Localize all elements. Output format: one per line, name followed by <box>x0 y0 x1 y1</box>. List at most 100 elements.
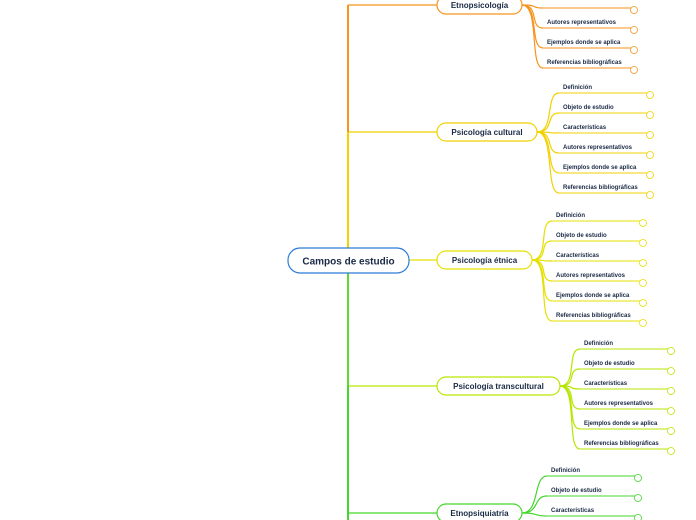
leaf-node[interactable]: Referencias bibliográficas <box>584 441 675 455</box>
leaf-label: Definición <box>563 85 592 91</box>
leaf-label: Autores representativos <box>556 273 626 279</box>
expand-toggle-icon[interactable] <box>646 151 654 159</box>
expand-toggle-icon[interactable] <box>634 474 642 482</box>
leaf-node[interactable]: Objeto de estudio <box>556 233 647 247</box>
leaf-node[interactable]: Características <box>556 253 647 267</box>
leaf-label: Características <box>556 253 600 259</box>
branch-node-box <box>436 0 523 15</box>
expand-toggle-icon[interactable] <box>667 407 675 415</box>
leaf-connector <box>536 92 560 133</box>
leaf-node[interactable]: Autores representativos <box>556 273 647 287</box>
leaf-node[interactable]: Definición <box>551 468 642 482</box>
expand-toggle-icon[interactable] <box>630 26 638 34</box>
leaf-node[interactable] <box>630 6 638 14</box>
leaf-node[interactable]: Objeto de estudio <box>584 361 675 375</box>
leaf-node[interactable]: Características <box>584 381 675 395</box>
leaf-node[interactable]: Objeto de estudio <box>563 105 654 119</box>
leaf-node[interactable]: Ejemplos donde se aplica <box>584 421 675 435</box>
leaf-connector <box>559 348 581 387</box>
leaf-label: Autores representativos <box>547 20 617 26</box>
branch-node[interactable]: Etnopsicología <box>436 0 523 15</box>
root-node[interactable]: Campos de estudio <box>287 247 410 274</box>
leaf-node[interactable]: Referencias bibliográficas <box>563 185 654 199</box>
leaf-label: Ejemplos donde se aplica <box>563 165 637 171</box>
expand-toggle-icon[interactable] <box>634 514 642 520</box>
leaf-node[interactable]: Definición <box>563 85 654 99</box>
leaf-connector <box>559 385 581 450</box>
leaf-node[interactable]: Ejemplos donde se aplica <box>547 40 638 54</box>
branch-node[interactable]: Etnopsiquiatría <box>436 503 523 520</box>
expand-toggle-icon[interactable] <box>639 299 647 307</box>
expand-toggle-icon[interactable] <box>667 387 675 395</box>
expand-toggle-icon[interactable] <box>667 367 675 375</box>
branch-node-box <box>436 503 523 520</box>
leaf-label: Objeto de estudio <box>551 488 602 494</box>
leaf-label: Objeto de estudio <box>556 233 607 239</box>
expand-toggle-icon[interactable] <box>639 219 647 227</box>
expand-toggle-icon[interactable] <box>630 46 638 54</box>
branch-node[interactable]: Psicología étnica <box>436 250 533 270</box>
leaf-node[interactable]: Ejemplos donde se aplica <box>563 165 654 179</box>
leaf-node[interactable]: Referencias bibliográficas <box>556 313 647 327</box>
expand-toggle-icon[interactable] <box>634 494 642 502</box>
leaf-label: Referencias bibliográficas <box>556 313 631 319</box>
leaf-node[interactable]: Ejemplos donde se aplica <box>556 293 647 307</box>
leaf-label: Definición <box>556 213 585 219</box>
expand-toggle-icon[interactable] <box>639 239 647 247</box>
leaf-label: Referencias bibliográficas <box>584 441 659 447</box>
leaf-node[interactable]: Características <box>551 508 642 520</box>
leaf-label: Ejemplos donde se aplica <box>547 40 621 46</box>
leaf-label: Características <box>563 125 607 131</box>
expand-toggle-icon[interactable] <box>646 91 654 99</box>
leaf-label: Características <box>584 381 628 387</box>
branch-label: Psicología étnica <box>452 256 518 265</box>
leaf-node[interactable]: Definición <box>556 213 647 227</box>
expand-toggle-icon[interactable] <box>667 347 675 355</box>
expand-toggle-icon[interactable] <box>639 259 647 267</box>
leaf-label: Objeto de estudio <box>584 361 635 367</box>
leaf-label: Definición <box>551 468 580 474</box>
leaf-label: Ejemplos donde se aplica <box>584 421 658 427</box>
leaf-label: Referencias bibliográficas <box>547 60 622 66</box>
leaf-connector <box>521 475 548 514</box>
leaf-connector <box>521 4 544 69</box>
branch-node-box <box>436 250 533 270</box>
leaf-label: Ejemplos donde se aplica <box>556 293 630 299</box>
expand-toggle-icon[interactable] <box>630 66 638 74</box>
expand-toggle-icon[interactable] <box>646 131 654 139</box>
expand-toggle-icon[interactable] <box>646 191 654 199</box>
branch-label: Etnopsiquiatría <box>450 509 509 518</box>
expand-toggle-icon[interactable] <box>667 427 675 435</box>
leaf-label: Autores representativos <box>563 145 633 151</box>
branch-label: Psicología cultural <box>451 128 522 137</box>
expand-toggle-icon[interactable] <box>646 111 654 119</box>
branch-label: Etnopsicología <box>451 1 509 10</box>
leaf-node[interactable]: Referencias bibliográficas <box>547 60 638 74</box>
leaf-node[interactable]: Autores representativos <box>584 401 675 415</box>
expand-toggle-icon[interactable] <box>667 447 675 455</box>
leaf-node[interactable]: Características <box>563 125 654 139</box>
leaf-label: Autores representativos <box>584 401 654 407</box>
leaf-connector <box>536 112 560 133</box>
expand-toggle-icon[interactable] <box>646 171 654 179</box>
leaf-connector <box>531 220 553 261</box>
branch-node[interactable]: Psicología cultural <box>436 122 538 142</box>
leaf-node[interactable]: Definición <box>584 341 675 355</box>
expand-toggle-icon[interactable] <box>639 319 647 327</box>
leaf-node[interactable]: Autores representativos <box>563 145 654 159</box>
branch-node[interactable]: Psicología transcultural <box>436 376 561 396</box>
expand-toggle-icon[interactable] <box>630 6 638 14</box>
branch-label: Psicología transcultural <box>453 382 544 391</box>
leaf-connector <box>531 259 553 322</box>
leaf-label: Definición <box>584 341 613 347</box>
leaf-node[interactable]: Autores representativos <box>547 20 638 34</box>
branch-node-box <box>436 376 561 396</box>
leaf-label: Características <box>551 508 595 514</box>
leaf-node[interactable]: Objeto de estudio <box>551 488 642 502</box>
expand-toggle-icon[interactable] <box>639 279 647 287</box>
leaf-label: Objeto de estudio <box>563 105 614 111</box>
leaf-connector <box>521 512 548 517</box>
